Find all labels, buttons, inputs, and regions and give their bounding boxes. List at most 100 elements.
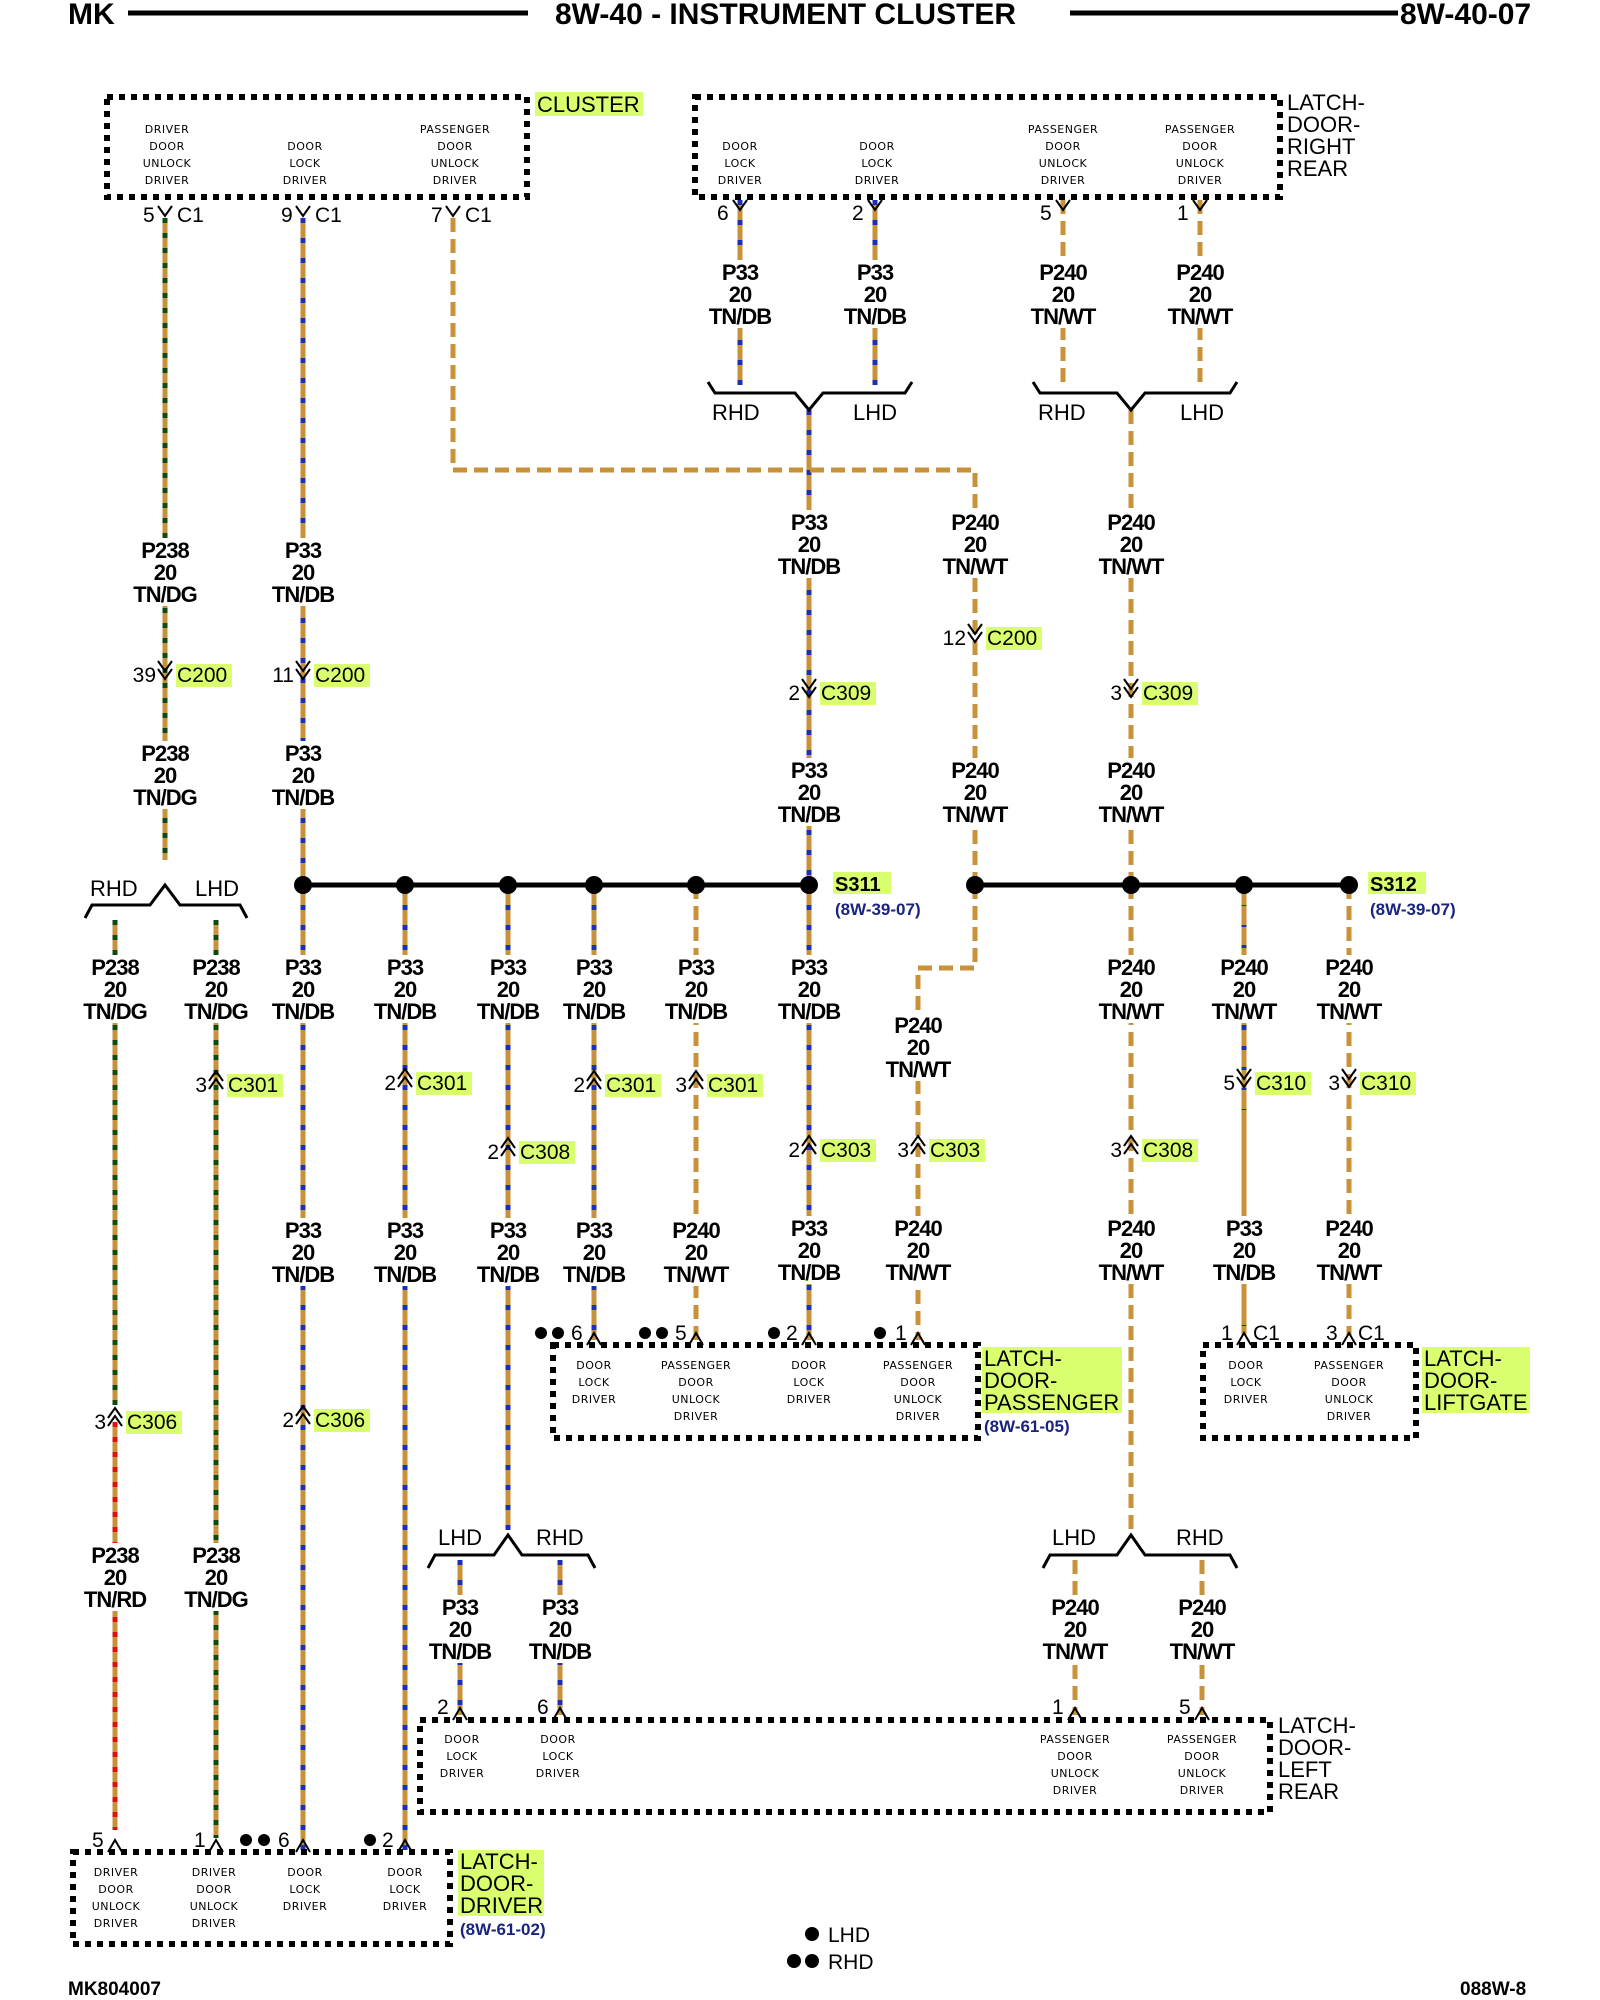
header-model: MK [68, 0, 115, 31]
wire-label-col: TN/WT [1099, 802, 1165, 827]
wire-label-col: TN/DB [1213, 1260, 1275, 1285]
pin-label: PASSENGER [1040, 1733, 1110, 1746]
header-title: 8W-40 - INSTRUMENT CLUSTER [555, 0, 1016, 31]
pin-label: DRIVER [440, 1767, 484, 1780]
pass-cavity: 2 [786, 1322, 798, 1345]
lift-cavity: 1 [1221, 1322, 1233, 1345]
connector-cavity: 2 [788, 1139, 800, 1162]
wire-label-g: 20 [104, 977, 127, 1002]
wire-label-c: P238 [192, 955, 240, 980]
wire-label-g: 20 [1064, 1617, 1087, 1642]
header: MK 8W-40 - INSTRUMENT CLUSTER 8W-40-07 [68, 0, 1531, 31]
wire-label-c: P238 [91, 955, 139, 980]
wire-label-g: 20 [964, 780, 987, 805]
lift-pin-1: DOOR LOCK DRIVER [1224, 1359, 1268, 1406]
pin-label: DRIVER [94, 1866, 138, 1879]
connector-c306: 3 C306 [94, 1406, 182, 1434]
pass-pin-4: PASSENGER DOOR UNLOCK DRIVER [883, 1359, 953, 1423]
connector-cavity: 11 [272, 664, 294, 687]
connector-cavity: 3 [94, 1411, 106, 1434]
wire-label-c: P33 [722, 260, 759, 285]
pin-label: DRIVER [1053, 1784, 1097, 1797]
rr-cavity: 2 [852, 202, 864, 225]
wire-label-g: 20 [205, 1565, 228, 1590]
pin-label: DRIVER [674, 1410, 718, 1423]
branch-lhd-label: LHD [195, 876, 239, 901]
wire-label-col: TN/WT [1317, 1260, 1383, 1285]
wire-label-g: 20 [449, 1617, 472, 1642]
pin-label: LOCK [389, 1883, 421, 1896]
cluster-pin-2: DOOR LOCK DRIVER [283, 140, 327, 187]
pass-pin-2: PASSENGER DOOR UNLOCK DRIVER [661, 1359, 731, 1423]
wire-label-g: 20 [154, 560, 177, 585]
rr-pin-4: PASSENGER DOOR UNLOCK DRIVER [1165, 123, 1235, 187]
wire-label-c: P240 [1051, 1595, 1099, 1620]
rr-pin-1: DOOR LOCK DRIVER [718, 140, 762, 187]
branch-rr-p240: RHD LHD [1031, 381, 1239, 425]
branch-lr-p33: LHD RHD [426, 1525, 597, 1569]
drv-pin-4: DOOR LOCK DRIVER [383, 1866, 427, 1913]
splice-s312-name: S312 [1370, 874, 1417, 896]
wire-label-col: TN/DG [184, 1587, 247, 1612]
wire-label-c: P33 [490, 1218, 527, 1243]
wire-label-c: P33 [857, 260, 894, 285]
wire-label-col: TN/WT [943, 554, 1009, 579]
pass-pin-1: DOOR LOCK DRIVER [572, 1359, 616, 1406]
cluster-cavity: 5 [143, 204, 155, 227]
wire-labels: P23820TN/DGP23820TN/DGP3320TN/DBP3320TN/… [81, 260, 1384, 1664]
component-latch-left-rear: LATCH- DOOR- LEFT REAR DOOR LOCK DRIVER … [417, 1696, 1356, 1815]
connector-cavity: 2 [384, 1072, 396, 1095]
wire-label-g: 20 [154, 763, 177, 788]
connector-id: C301 [606, 1074, 656, 1097]
drv-cavity: 5 [92, 1829, 104, 1852]
connector-cavity: 3 [1110, 1139, 1122, 1162]
connector-id: C308 [520, 1141, 570, 1164]
wire-label-g: 20 [729, 282, 752, 307]
pin-label: DOOR [678, 1376, 713, 1389]
wire-label-col: TN/DB [272, 582, 334, 607]
wire-label-col: TN/DB [529, 1639, 591, 1664]
wire-label-c: P240 [1178, 1595, 1226, 1620]
connector-id: C303 [930, 1139, 980, 1162]
wire-label-c: P33 [791, 758, 828, 783]
wire-label-col: TN/WT [1317, 999, 1383, 1024]
legend-lhd-dot [805, 1927, 819, 1941]
wire-label-c: P238 [141, 538, 189, 563]
connector-id: C306 [127, 1411, 177, 1434]
lift-cavity: 3 [1326, 1322, 1338, 1345]
wire-label-c: P238 [141, 741, 189, 766]
connector-cavity: 2 [788, 682, 800, 705]
wire-label-g: 20 [292, 560, 315, 585]
pin-label: UNLOCK [1178, 1767, 1227, 1780]
wire-label-c: P33 [285, 955, 322, 980]
component-latch-passenger: LATCH- DOOR- PASSENGER (8W-61-05) DOOR L… [535, 1322, 1122, 1441]
cluster-pin-1: DRIVER DOOR UNLOCK DRIVER [143, 123, 191, 187]
wire-label-col: TN/DB [477, 999, 539, 1024]
pass-pin-3: DOOR LOCK DRIVER [787, 1359, 831, 1406]
cluster-cavity: 9 [281, 204, 293, 227]
pin-label: LOCK [289, 157, 321, 170]
pin-label: LOCK [1230, 1376, 1262, 1389]
wire-label-g: 20 [497, 977, 520, 1002]
cluster-conn: C1 [465, 204, 492, 227]
pin-label: DOOR [287, 140, 322, 153]
pin-label: DOOR [98, 1883, 133, 1896]
pin-label: DOOR [722, 140, 757, 153]
wire-label-g: 20 [1052, 282, 1075, 307]
wire-label-g: 20 [292, 763, 315, 788]
lr-name-2: DOOR- [1278, 1735, 1351, 1760]
